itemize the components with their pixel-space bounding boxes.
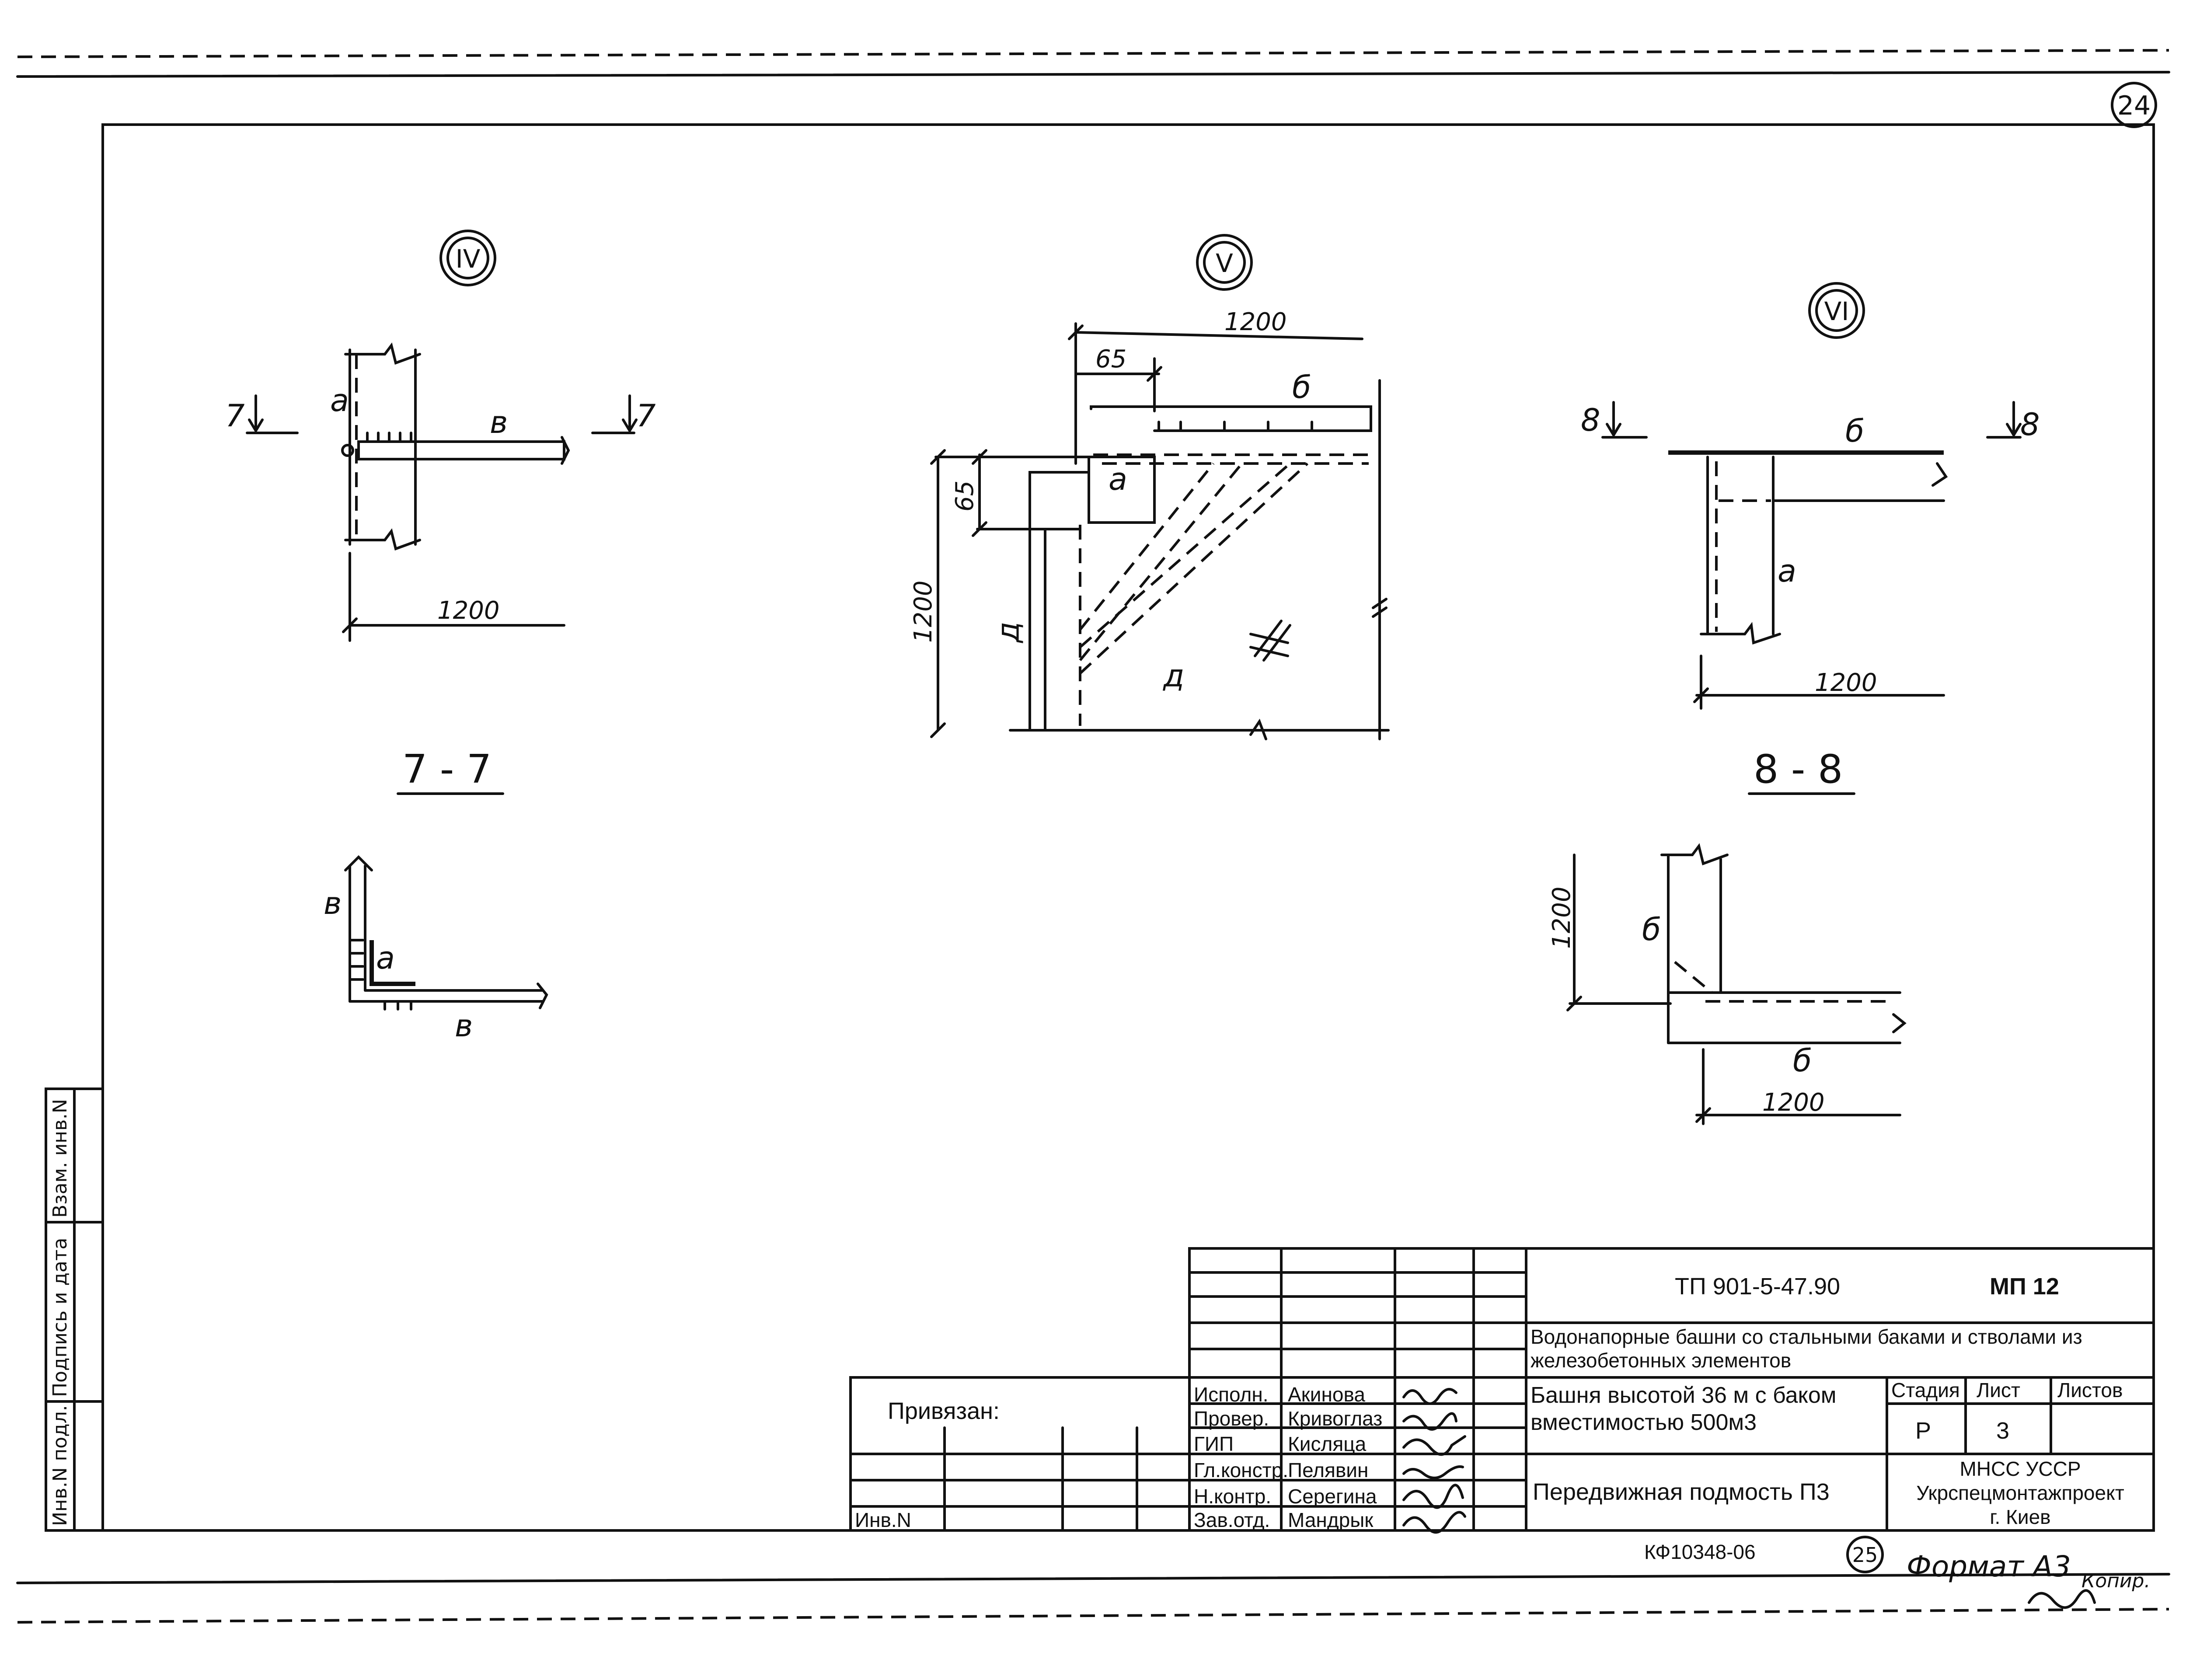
title-block: ТП 901-5-47.90 МП 12 Водонапорные башни … <box>849 1247 2155 1534</box>
view-v-label-b: б <box>1292 369 1311 405</box>
signature-role-5: Зав.отд. <box>1194 1509 1270 1531</box>
sheets-header: Листов <box>2057 1379 2123 1401</box>
signature-role-0: Исполн. <box>1194 1383 1269 1406</box>
view-vi-cut-left: 8 <box>1581 402 1600 438</box>
signature-scribbles <box>1402 1388 1466 1534</box>
view-iv-cut-right: 7 <box>636 398 656 434</box>
signature-name-0: Акинова <box>1288 1383 1365 1406</box>
view-vi-cut-right: 8 <box>2020 407 2040 443</box>
section-7-7: 7 - 7 в а в <box>324 746 548 1044</box>
view-iv-cut-left: 7 <box>225 398 245 434</box>
view-vi: VI б а 8 8 1200 <box>1581 282 2040 710</box>
view-v-label-d-side: д <box>990 622 1026 643</box>
sheet-value: 3 <box>1996 1418 2009 1444</box>
section-8-8-dim-horizontal: 1200 <box>1762 1088 1825 1117</box>
view-v-dim-small-left: 65 <box>951 481 979 512</box>
view-iv-marker: IV <box>456 244 481 274</box>
top-cut-line <box>17 49 2169 58</box>
section-8-8-label-b-bottom: б <box>1793 1043 1812 1079</box>
view-vi-label-b: б <box>1845 413 1864 449</box>
view-v-dim-small-top: 65 <box>1095 345 1126 373</box>
section-7-7-label-v-bottom: в <box>455 1008 473 1044</box>
view-v-dim-top: 1200 <box>1224 308 1287 336</box>
signature-name-4: Серегина <box>1288 1485 1377 1508</box>
view-iv-dimension: 1200 <box>437 596 500 625</box>
section-8-8: 8 - 8 б б 1200 1200 <box>1548 746 1907 1125</box>
side-podpis-data: Подпись и дата <box>49 1238 71 1397</box>
signature-role-4: Н.контр. <box>1194 1485 1271 1508</box>
organization-line-3: г. Киев <box>1990 1506 2050 1528</box>
view-vi-marker-circle <box>1808 282 1865 339</box>
stage-value: Р <box>1915 1418 1931 1444</box>
signature-name-1: Кривоглаз <box>1288 1407 1382 1430</box>
view-iv: IV а в 7 7 1200 <box>225 230 656 642</box>
section-7-7-title: 7 - 7 <box>402 746 492 792</box>
signature-role-1: Провер. <box>1194 1407 1269 1430</box>
section-7-7-label-a: а <box>376 940 395 976</box>
view-iv-label-a: а <box>330 383 349 418</box>
sheet-number-circle <box>2111 82 2157 128</box>
organization-line-2: Укрспецмонтажпроект <box>1916 1481 2124 1504</box>
object-title: Башня высотой 36 м с баком вместимостью … <box>1531 1383 1837 1435</box>
view-v-marker: V <box>1216 248 1233 278</box>
view-vi-dimension: 1200 <box>1815 669 1877 697</box>
document-code: ТП 901-5-47.90 <box>1675 1273 1840 1300</box>
side-vzam-inv: Взам. инв.N <box>49 1099 71 1218</box>
outer-bottom-line <box>16 1573 2170 1584</box>
bottom-cut-line <box>17 1608 2169 1624</box>
view-v-label-d-center: д <box>1163 658 1184 694</box>
privyazan-label: Привязан: <box>888 1398 1000 1424</box>
sheet-mark: МП 12 <box>1990 1273 2059 1300</box>
stage-header: Стадия <box>1891 1379 1960 1401</box>
section-8-8-title: 8 - 8 <box>1754 746 1843 792</box>
signature-name-2: Кисляца <box>1288 1433 1367 1455</box>
format-label: Формат А3 <box>1907 1550 2071 1583</box>
view-v-label-a: а <box>1109 461 1127 497</box>
section-8-8-dim-vertical: 1200 <box>1548 886 1576 949</box>
drawing-title: Передвижная подмость П3 <box>1533 1479 1830 1505</box>
sheet-header: Лист <box>1977 1379 2020 1401</box>
view-iv-marker-circle <box>439 230 496 286</box>
signature-role-2: ГИП <box>1194 1433 1234 1455</box>
inv-n-label: Инв.N <box>855 1509 911 1531</box>
side-strip: Инв.N подл. Подпись и дата Взам. инв.N <box>45 1087 104 1532</box>
outer-top-line <box>16 71 2170 78</box>
organization-line-1: МНСС УССР <box>1959 1457 2081 1480</box>
copier-signature <box>2028 1589 2096 1609</box>
section-7-7-label-v-top: в <box>324 885 342 921</box>
bottom-number-circle <box>1846 1536 1884 1573</box>
view-v-marker-circle <box>1196 234 1253 291</box>
view-v-dim-left: 1200 <box>909 580 938 643</box>
side-inv-podl: Инв.N подл. <box>49 1405 71 1526</box>
signature-name-5: Мандрык <box>1288 1509 1374 1531</box>
view-v: V 1200 65 б а 65 д 1200 <box>909 234 1390 740</box>
project-title: Водонапорные башни со стальными баками и… <box>1531 1325 2082 1372</box>
signature-role-3: Гл.констр. <box>1194 1459 1288 1481</box>
view-vi-label-a: а <box>1778 553 1796 589</box>
view-vi-marker: VI <box>1824 296 1849 326</box>
section-8-8-label-b-top: б <box>1642 912 1661 948</box>
copied-note: Копир. <box>2081 1570 2150 1592</box>
archive-code: КФ10348-06 <box>1644 1541 1756 1563</box>
signature-name-3: Пелявин <box>1288 1459 1368 1481</box>
view-iv-label-v: в <box>490 404 508 440</box>
bottom-number: 25 <box>1852 1543 1878 1567</box>
sheet-number: 24 <box>2117 91 2151 121</box>
